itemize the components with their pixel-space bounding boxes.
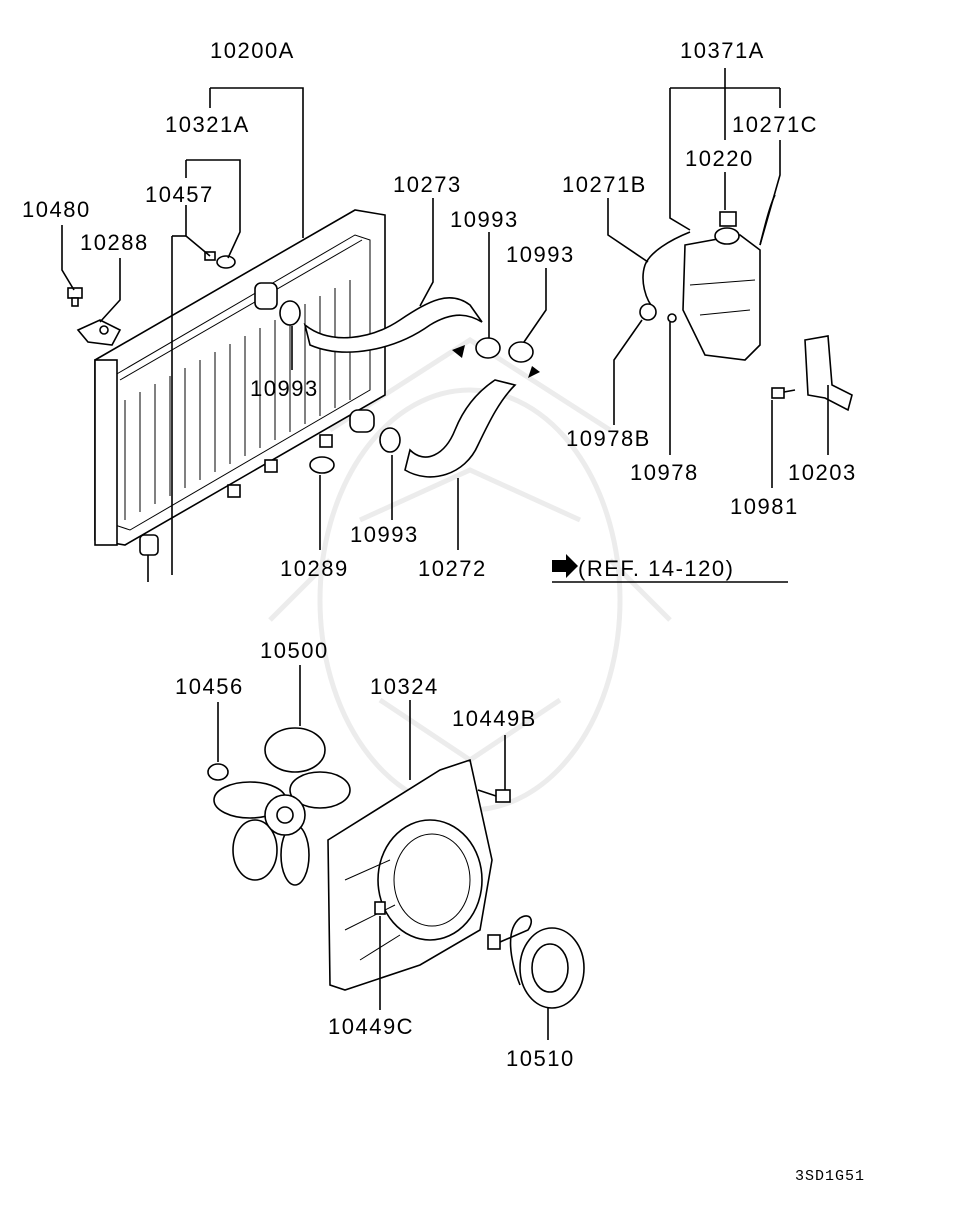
label-10271B: 10271B	[562, 172, 647, 197]
label-10978B: 10978B	[566, 426, 651, 451]
clamp-10978B	[639, 303, 657, 321]
fan-motor	[487, 915, 585, 1009]
label-10371A: 10371A	[680, 38, 765, 63]
cooling-fan	[213, 727, 351, 886]
label-10272: 10272	[418, 556, 487, 581]
label-10981: 10981	[730, 494, 799, 519]
bolt-10981	[771, 387, 796, 399]
leader-lines	[61, 68, 829, 1040]
bolt-10449C	[374, 901, 386, 915]
label-10993-right: 10993	[506, 242, 575, 267]
label-10993-upper: 10993	[450, 207, 519, 232]
label-10993-left: 10993	[250, 376, 319, 401]
radiator-cap	[204, 251, 236, 269]
radiator	[94, 209, 386, 582]
label-10288: 10288	[80, 230, 149, 255]
upper-hose	[303, 297, 483, 353]
hose-clamp-3	[508, 341, 534, 363]
label-10321A: 10321A	[165, 112, 250, 137]
label-10289: 10289	[280, 556, 349, 581]
label-10273: 10273	[393, 172, 462, 197]
label-10200A: 10200A	[210, 38, 295, 63]
label-10271C: 10271C	[732, 112, 818, 137]
label-10457: 10457	[145, 182, 214, 207]
label-10220: 10220	[685, 146, 754, 171]
label-10456: 10456	[175, 674, 244, 699]
nut-10456	[207, 763, 229, 781]
label-10203: 10203	[788, 460, 857, 485]
label-10993-bottom: 10993	[350, 522, 419, 547]
label-10449B: 10449B	[452, 706, 537, 731]
bracket-10288	[76, 319, 122, 346]
reference-text: (REF. 14-120)	[578, 556, 734, 581]
hose-clamp-1	[279, 300, 301, 326]
label-10324: 10324	[370, 674, 439, 699]
tank-bracket-10203	[804, 335, 853, 412]
label-10449C: 10449C	[328, 1014, 414, 1039]
bolt-10480	[67, 287, 83, 307]
hose-clamp-2	[475, 337, 501, 359]
part-labels: 10200A 10321A 10457 10480 10288 10273 10…	[22, 38, 865, 1185]
fan-shroud	[327, 758, 493, 991]
label-10480: 10480	[22, 197, 91, 222]
reserve-tank	[682, 211, 761, 361]
diagram-code: 3SD1G51	[795, 1168, 865, 1185]
label-10510: 10510	[506, 1046, 575, 1071]
hose-clamp-4	[379, 427, 401, 453]
label-10500: 10500	[260, 638, 329, 663]
insulator-10289	[309, 456, 335, 474]
flow-arrows	[452, 345, 540, 378]
label-10978: 10978	[630, 460, 699, 485]
bolt-10449B	[477, 789, 511, 803]
clamp-10978	[667, 313, 677, 323]
reference-arrow-icon	[552, 554, 578, 578]
lower-hose	[404, 379, 517, 478]
